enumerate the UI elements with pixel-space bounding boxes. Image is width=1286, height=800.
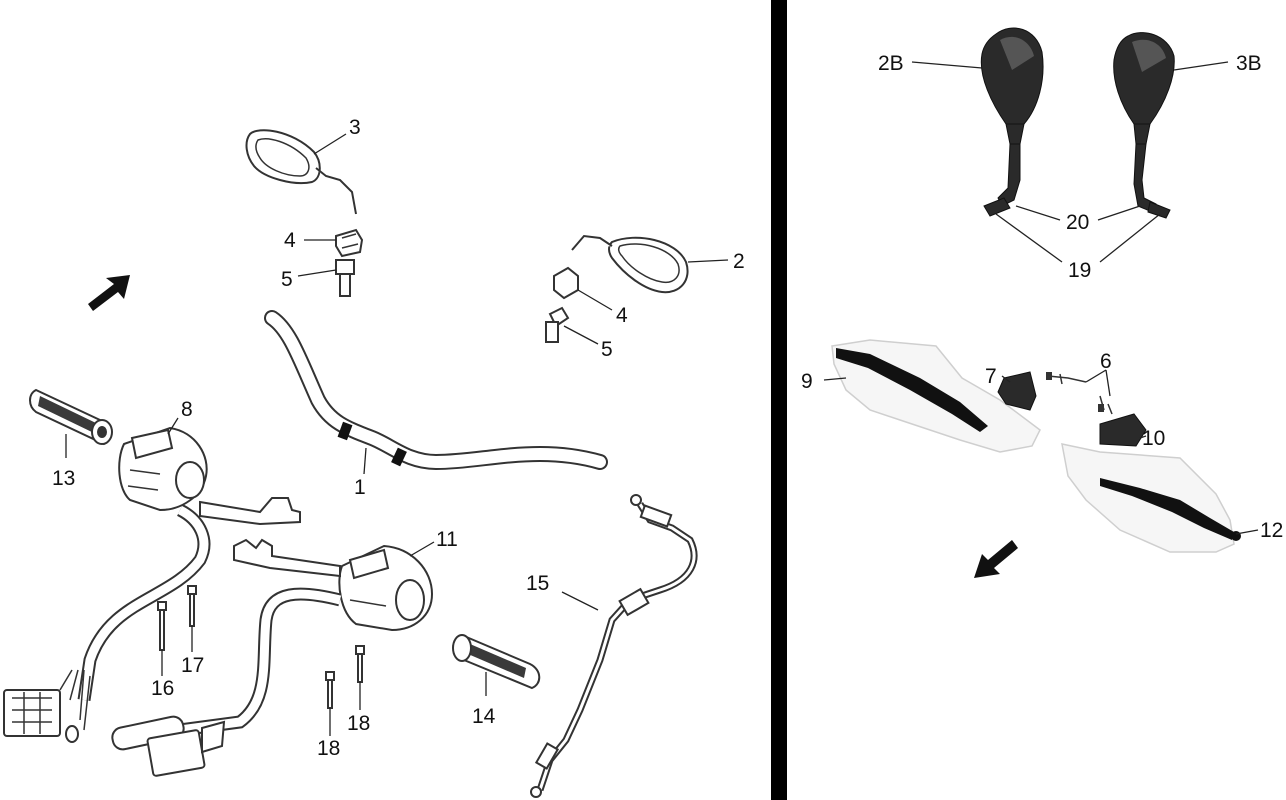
callout-2b: 2B	[878, 52, 904, 75]
bracket-10	[1099, 413, 1147, 447]
callout-8: 8	[181, 398, 193, 421]
screw-18-b	[325, 671, 335, 709]
callout-12: 12	[1260, 519, 1283, 542]
right-switch-11	[111, 538, 434, 777]
left-switch-8	[3, 426, 301, 743]
callout-15: 15	[526, 572, 549, 595]
callout-18-b: 18	[317, 737, 340, 760]
left-panel	[3, 129, 729, 798]
callout-11: 11	[436, 528, 458, 551]
callout-labels: 1 2 3 4 5 4 5 8 11 13 14 15 16 17 18 18 …	[52, 52, 1283, 760]
callout-2: 2	[733, 250, 745, 273]
screw-16	[157, 601, 167, 651]
callout-20: 20	[1066, 211, 1089, 234]
callout-5-right: 5	[601, 338, 613, 361]
callout-4-left: 4	[284, 229, 296, 252]
grip-14	[452, 634, 541, 690]
callout-3b: 3B	[1236, 52, 1262, 75]
callout-17: 17	[181, 654, 204, 677]
handlebar-1	[264, 310, 608, 471]
callout-16: 16	[151, 677, 174, 700]
handguard-9	[831, 339, 1041, 453]
mirror-3b	[1113, 32, 1175, 219]
callout-3: 3	[349, 116, 361, 139]
screw-17	[187, 585, 197, 627]
mirror-2b	[980, 27, 1044, 217]
leader-lines-left	[65, 133, 729, 736]
screw-18-a	[355, 645, 365, 683]
callout-7: 7	[985, 365, 997, 388]
callout-4-right: 4	[616, 304, 628, 327]
mirror-adaptor-nut-4-left	[335, 228, 364, 258]
direction-arrow-right-panel	[974, 540, 1018, 578]
direction-arrow-left-panel	[88, 275, 130, 311]
mirror-adaptor-nut-4-right	[553, 266, 579, 300]
callout-6: 6	[1100, 350, 1112, 373]
mirror-3	[245, 129, 357, 215]
callout-5-left: 5	[281, 268, 293, 291]
mirror-bolt-5-left	[335, 259, 355, 297]
bracket-7	[997, 371, 1037, 411]
callout-1: 1	[354, 476, 366, 499]
mirror-2	[571, 234, 689, 294]
bolts-6	[1046, 372, 1113, 415]
callout-19: 19	[1068, 259, 1091, 282]
mirror-bolt-5-right	[545, 306, 570, 343]
callout-18-a: 18	[347, 712, 370, 735]
handguard-12	[1061, 443, 1241, 553]
right-panel	[823, 27, 1259, 578]
leader-lines-right	[823, 61, 1259, 535]
grip-13	[29, 388, 113, 446]
callout-14: 14	[472, 705, 496, 728]
callout-13: 13	[52, 467, 75, 490]
panel-divider	[771, 0, 787, 800]
throttle-cable-15	[530, 494, 698, 798]
callout-9: 9	[801, 370, 813, 393]
callout-10: 10	[1142, 427, 1165, 450]
